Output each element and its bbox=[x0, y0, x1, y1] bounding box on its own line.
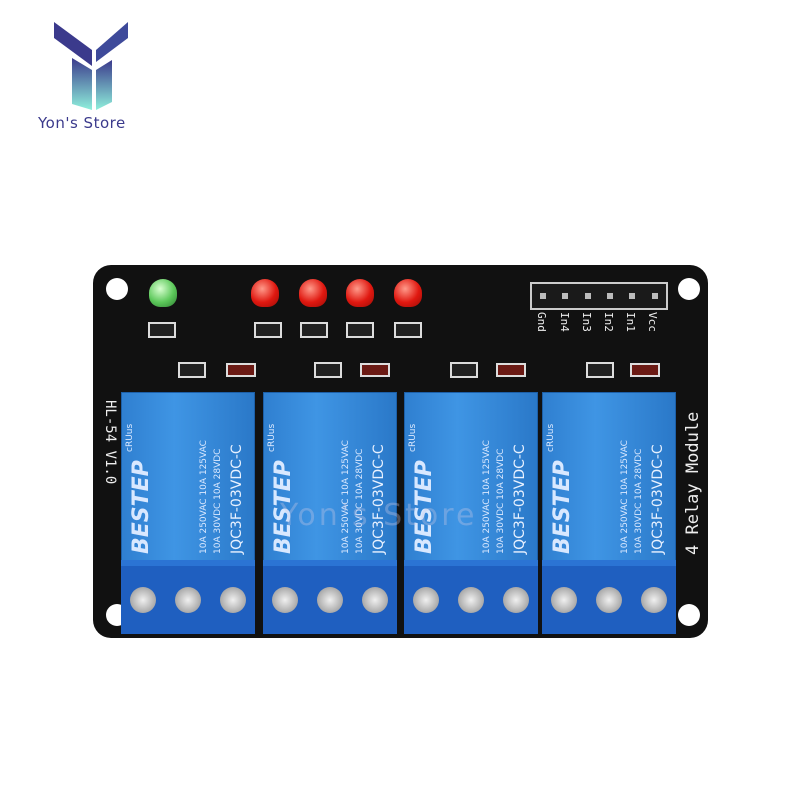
relay-rating-ac: 10A 250VAC 10A 125VAC bbox=[482, 440, 492, 554]
screw-icon[interactable] bbox=[272, 587, 299, 613]
smd-resistor bbox=[586, 362, 614, 378]
screw-terminal-1[interactable] bbox=[121, 560, 255, 634]
pin-label: Gnd bbox=[535, 312, 548, 332]
screw-icon[interactable] bbox=[640, 587, 667, 613]
power-led bbox=[149, 279, 177, 307]
relay-led-1 bbox=[251, 279, 279, 307]
relay-cert: cRUus bbox=[267, 423, 277, 452]
relay-4: BESTEP cRUus 10A 250VAC 10A 125VAC 10A 3… bbox=[542, 392, 676, 562]
screw-icon[interactable] bbox=[457, 587, 484, 613]
pin-in3[interactable] bbox=[584, 293, 591, 299]
relay-1: BESTEP cRUus 10A 250VAC 10A 125VAC 10A 3… bbox=[121, 392, 255, 562]
pin-label: In1 bbox=[624, 312, 637, 332]
screw-icon[interactable] bbox=[551, 587, 578, 613]
relay-rating-dc: 10A 30VDC 10A 28VDC bbox=[496, 448, 506, 554]
relay-model: JQC3F-03VDC-C bbox=[512, 444, 528, 554]
smd-resistor bbox=[314, 362, 342, 378]
watermark: Yon's Store bbox=[280, 498, 478, 533]
relay-cert: cRUus bbox=[546, 423, 556, 452]
screw-icon[interactable] bbox=[130, 587, 157, 613]
smd-resistor bbox=[450, 362, 478, 378]
pin-vcc[interactable] bbox=[651, 293, 658, 299]
diode bbox=[496, 363, 526, 377]
screw-terminal-4[interactable] bbox=[542, 560, 676, 634]
diode bbox=[226, 363, 256, 377]
relay-rating-dc: 10A 30VDC 10A 28VDC bbox=[634, 448, 644, 554]
pin-label: In2 bbox=[602, 312, 615, 332]
relay-brand: BESTEP bbox=[550, 460, 575, 554]
relay-cert: cRUus bbox=[408, 423, 418, 452]
smd-resistor bbox=[178, 362, 206, 378]
smd-resistor bbox=[394, 322, 422, 338]
relay-led-4 bbox=[394, 279, 422, 307]
screw-terminal-2[interactable] bbox=[263, 560, 397, 634]
pin-in4[interactable] bbox=[562, 293, 569, 299]
pin-in1[interactable] bbox=[629, 293, 636, 299]
smd-resistor bbox=[254, 322, 282, 338]
pin-label: In3 bbox=[580, 312, 593, 332]
relay-model: JQC3F-03VDC-C bbox=[650, 444, 666, 554]
diode bbox=[630, 363, 660, 377]
store-logo bbox=[54, 22, 128, 110]
screw-icon[interactable] bbox=[174, 587, 201, 613]
board-model-label: HL-54 V1.0 bbox=[102, 400, 118, 485]
relay-rating-ac: 10A 250VAC 10A 125VAC bbox=[620, 440, 630, 554]
diode bbox=[360, 363, 390, 377]
relay-rating-ac: 10A 250VAC 10A 125VAC bbox=[199, 440, 209, 554]
module-label: 4 Relay Module bbox=[683, 411, 703, 555]
input-pin-header[interactable] bbox=[530, 282, 668, 310]
screw-icon[interactable] bbox=[413, 587, 440, 613]
screw-icon[interactable] bbox=[361, 587, 388, 613]
mounting-hole bbox=[678, 278, 700, 300]
relay-led-2 bbox=[299, 279, 327, 307]
smd-resistor bbox=[346, 322, 374, 338]
relay-brand: BESTEP bbox=[129, 460, 154, 554]
smd-resistor bbox=[300, 322, 328, 338]
mounting-hole bbox=[106, 278, 128, 300]
relay-2: BESTEP cRUus 10A 250VAC 10A 125VAC 10A 3… bbox=[263, 392, 397, 562]
pin-label: Vcc bbox=[646, 312, 659, 332]
pin-label: In4 bbox=[558, 312, 571, 332]
screw-icon[interactable] bbox=[316, 587, 343, 613]
relay-cert: cRUus bbox=[125, 423, 135, 452]
screw-icon[interactable] bbox=[219, 587, 246, 613]
store-name: Yon's Store bbox=[38, 114, 126, 132]
relay-3: BESTEP cRUus 10A 250VAC 10A 125VAC 10A 3… bbox=[404, 392, 538, 562]
pin-gnd[interactable] bbox=[540, 293, 547, 299]
relay-led-3 bbox=[346, 279, 374, 307]
screw-terminal-3[interactable] bbox=[404, 560, 538, 634]
screw-icon[interactable] bbox=[502, 587, 529, 613]
pin-in2[interactable] bbox=[607, 293, 614, 299]
relay-model: JQC3F-03VDC-C bbox=[229, 444, 245, 554]
mounting-hole bbox=[678, 604, 700, 626]
relay-rating-dc: 10A 30VDC 10A 28VDC bbox=[213, 448, 223, 554]
smd-resistor bbox=[148, 322, 176, 338]
screw-icon[interactable] bbox=[595, 587, 622, 613]
